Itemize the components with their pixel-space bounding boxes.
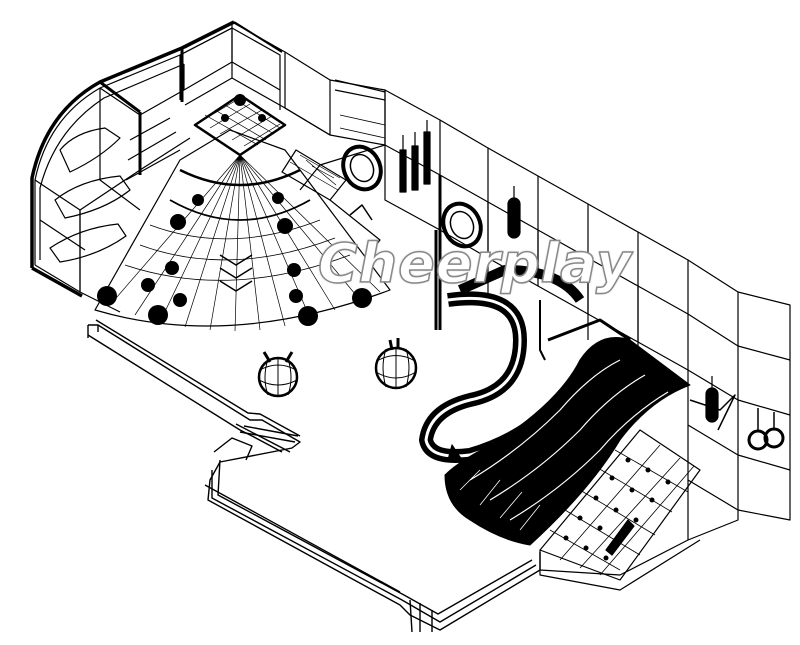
net-ball-markers xyxy=(97,94,372,326)
brand-watermark: Cheerplay xyxy=(317,231,633,296)
cube-frame-grid xyxy=(184,21,791,576)
punching-bags xyxy=(399,120,719,423)
hanging-ball-frames xyxy=(341,144,483,249)
dome-climber xyxy=(30,20,283,313)
net-cone xyxy=(94,93,391,332)
wave-slides xyxy=(444,318,691,546)
hanging-net-balls xyxy=(257,338,418,398)
rope-ladder xyxy=(539,429,701,591)
border-rail xyxy=(87,319,541,633)
gymnastic-rings xyxy=(689,394,785,451)
